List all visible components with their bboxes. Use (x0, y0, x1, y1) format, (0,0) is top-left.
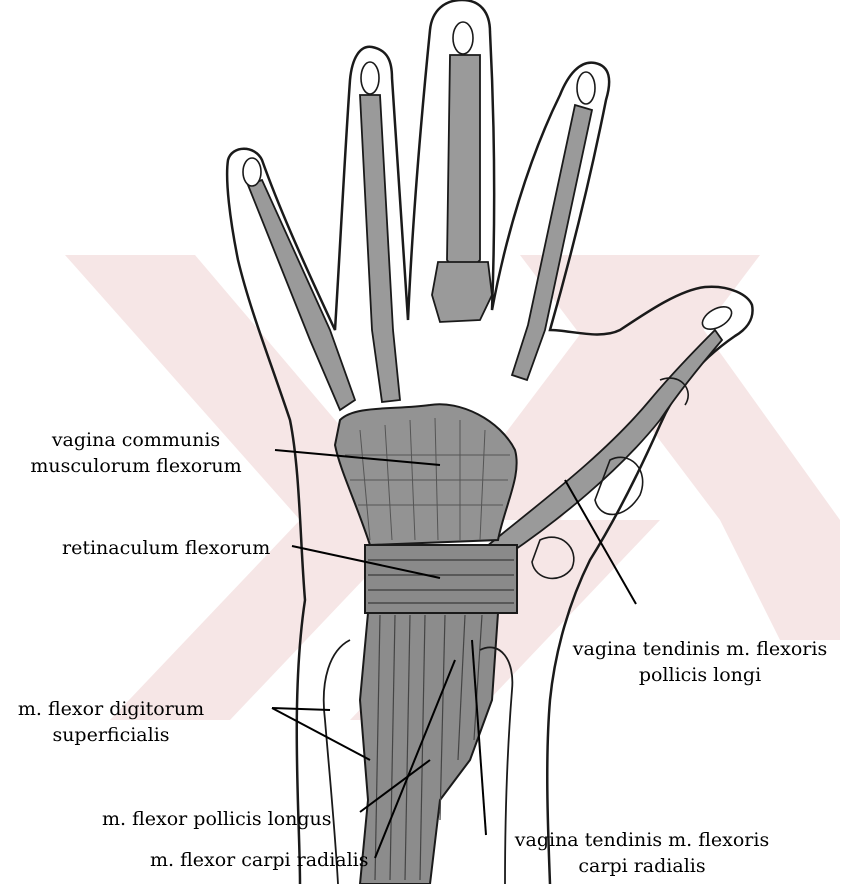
label-vagina-tendinis-carpi-line2: carpi radialis (494, 853, 790, 879)
label-vagina-tendinis-pollicis-line2: pollicis longi (562, 662, 838, 688)
label-vagina-communis-line2: musculorum flexorum (4, 453, 268, 479)
ring-fingertip (361, 62, 379, 94)
label-retinaculum-flexorum: retinaculum flexorum (62, 535, 270, 561)
label-vagina-tendinis-carpi: vagina tendinis m. flexoris carpi radial… (494, 827, 790, 879)
label-flexor-digitorum-line2: superficialis (2, 722, 220, 748)
label-flexor-pollicis-longus: m. flexor pollicis longus (102, 806, 332, 832)
label-flexor-digitorum: m. flexor digitorum superficialis (2, 696, 220, 748)
retinaculum-band (365, 545, 517, 613)
label-flexor-pollicis-longus-text: m. flexor pollicis longus (102, 806, 332, 832)
label-flexor-digitorum-line1: m. flexor digitorum (2, 696, 220, 722)
finger-tendon-sheaths (248, 55, 592, 410)
label-flexor-carpi-radialis-text: m. flexor carpi radialis (150, 847, 369, 873)
little-fingertip (243, 158, 261, 186)
middle-fingertip (453, 22, 473, 54)
common-flexor-sheath (335, 404, 517, 545)
leader-flexor-digitorum-1 (272, 708, 330, 710)
index-fingertip (577, 72, 595, 104)
label-retinaculum-flexorum-text: retinaculum flexorum (62, 535, 270, 561)
label-vagina-tendinis-pollicis-line1: vagina tendinis m. flexoris (562, 636, 838, 662)
label-vagina-tendinis-carpi-line1: vagina tendinis m. flexoris (494, 827, 790, 853)
label-vagina-tendinis-pollicis: vagina tendinis m. flexoris pollicis lon… (562, 636, 838, 688)
middle-finger-base-sheath (432, 262, 492, 322)
label-vagina-communis-line1: vagina communis (4, 427, 268, 453)
label-flexor-carpi-radialis: m. flexor carpi radialis (150, 847, 369, 873)
ring-finger-sheath (360, 95, 400, 402)
middle-finger-sheath (447, 55, 480, 270)
label-vagina-communis: vagina communis musculorum flexorum (4, 427, 268, 479)
